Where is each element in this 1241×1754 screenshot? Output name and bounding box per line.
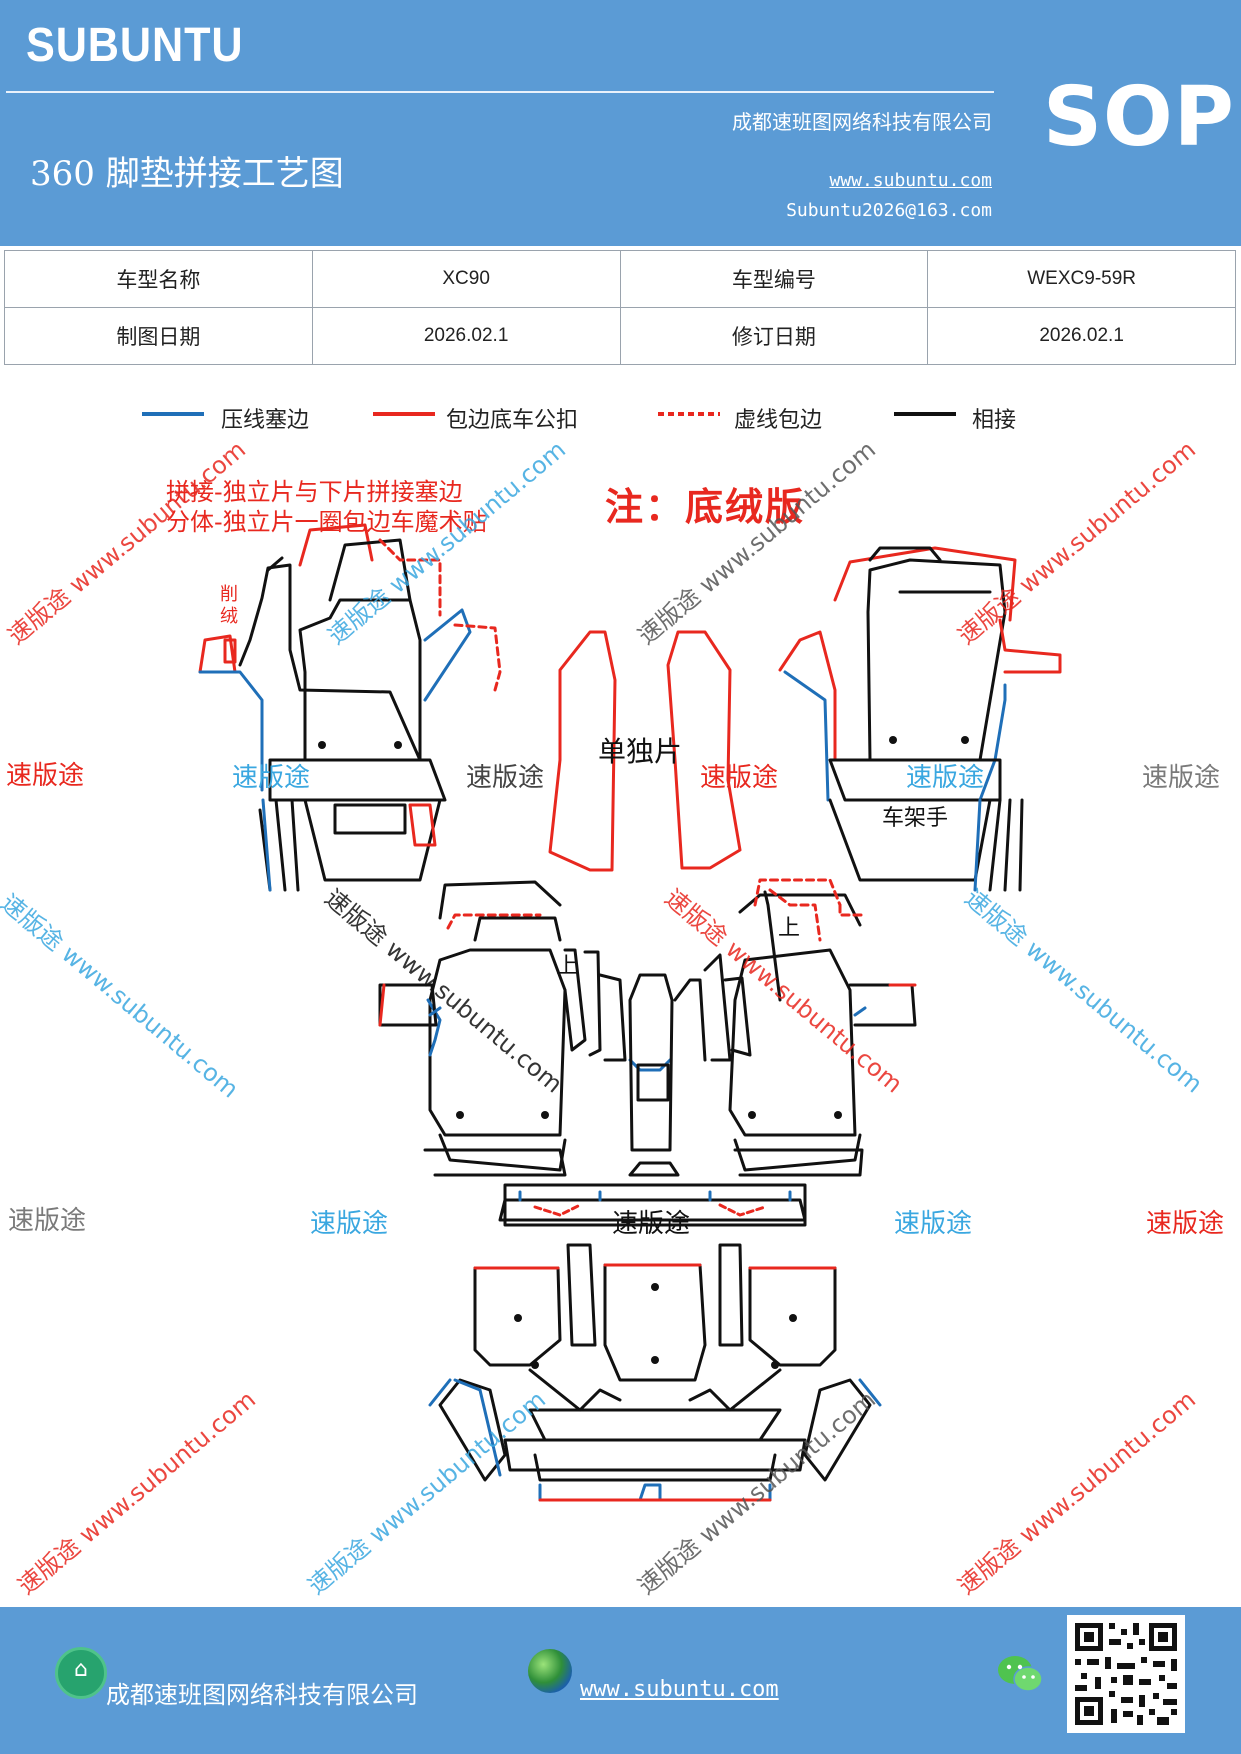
revise-date-label: 修订日期 bbox=[619, 307, 929, 365]
globe-icon bbox=[528, 1649, 572, 1693]
watermark: 速版途 bbox=[612, 1209, 691, 1239]
vehicle-info-table: 车型名称 XC90 车型编号 WEXC9-59R 制图日期 2026.02.1 … bbox=[4, 250, 1236, 365]
legend-swatch-press bbox=[142, 412, 204, 416]
house-icon: ⌂ bbox=[55, 1647, 107, 1699]
brand-logo: SUBUNTU bbox=[26, 19, 244, 72]
mark-up-left: 上 bbox=[556, 954, 579, 979]
legend-label-joint: 相接 bbox=[972, 408, 1017, 433]
rear-trunk-mat bbox=[428, 1243, 882, 1502]
watermark: 速版途 bbox=[232, 763, 311, 793]
legend-swatch-wrap bbox=[373, 412, 435, 416]
table-row: 制图日期 2026.02.1 修订日期 2026.02.1 bbox=[4, 307, 1236, 365]
note-splice: 拼接-独立片与下片拼接塞边 bbox=[166, 478, 463, 506]
draw-date-label: 制图日期 bbox=[4, 307, 313, 365]
watermark: 速版途 bbox=[466, 763, 545, 793]
legend-label-wrap: 包边底车公扣 bbox=[446, 408, 579, 433]
header-divider bbox=[6, 91, 994, 93]
footer-banner: ⌂ 成都速班图网络科技有限公司 www.subuntu.com bbox=[0, 1607, 1241, 1754]
watermark: 速版途 bbox=[1146, 1209, 1225, 1239]
watermark: 速版途 bbox=[310, 1209, 389, 1239]
watermark: 速版途 bbox=[1142, 763, 1221, 793]
watermark: 速版途 bbox=[8, 1206, 87, 1236]
model-code-value: WEXC9-59R bbox=[927, 250, 1236, 308]
trim-label: 削绒 bbox=[220, 584, 238, 627]
watermark: 速版途 bbox=[894, 1209, 973, 1239]
left-front-mat bbox=[198, 523, 502, 892]
middle-row-mats bbox=[378, 878, 917, 1227]
watermark: 速版途 bbox=[700, 763, 779, 793]
revise-date-value: 2026.02.1 bbox=[927, 307, 1236, 365]
right-front-mat bbox=[778, 546, 1062, 892]
legend: 压线塞边 包边底车公扣 虚线包边 相接 bbox=[0, 402, 1241, 438]
legend-swatch-joint bbox=[894, 412, 956, 416]
model-name-label: 车型名称 bbox=[4, 250, 313, 308]
qr-code bbox=[1067, 1615, 1185, 1733]
draw-date-value: 2026.02.1 bbox=[311, 307, 621, 365]
legend-label-press: 压线塞边 bbox=[221, 408, 310, 433]
watermark: 速版途 bbox=[906, 763, 985, 793]
footer-company: 成都速班图网络科技有限公司 bbox=[106, 1681, 418, 1709]
note-split: 分体-独立片一圈包边车魔术贴 bbox=[166, 508, 487, 536]
legend-label-dashed: 虚线包边 bbox=[734, 408, 823, 433]
page-title: 360 脚垫拼接工艺图 bbox=[30, 154, 344, 194]
wechat-icon[interactable] bbox=[996, 1653, 1044, 1695]
watermark: 速版途 bbox=[6, 761, 85, 791]
mark-up-right: 上 bbox=[778, 916, 801, 941]
model-code-label: 车型编号 bbox=[619, 250, 929, 308]
single-piece-label: 单独片 bbox=[598, 735, 683, 768]
table-row: 车型名称 XC90 车型编号 WEXC9-59R bbox=[4, 250, 1236, 308]
header-banner: SUBUNTU 成都速班图网络科技有限公司 SOP 360 脚垫拼接工艺图 ww… bbox=[0, 0, 1241, 246]
sop-badge: SOP bbox=[1043, 70, 1235, 165]
header-website-link[interactable]: www.subuntu.com bbox=[829, 170, 992, 191]
header-email: Subuntu2026@163.com bbox=[786, 200, 992, 221]
legend-swatch-dashed bbox=[658, 412, 720, 416]
note-velvet-version: 注：底绒版 bbox=[605, 485, 806, 529]
model-name-value: XC90 bbox=[311, 250, 621, 308]
single-piece-pair bbox=[548, 630, 742, 872]
header-company: 成都速班图网络科技有限公司 bbox=[732, 110, 992, 134]
seat-rail-label: 车架手 bbox=[882, 806, 949, 831]
footer-website-link[interactable]: www.subuntu.com bbox=[580, 1677, 779, 1702]
